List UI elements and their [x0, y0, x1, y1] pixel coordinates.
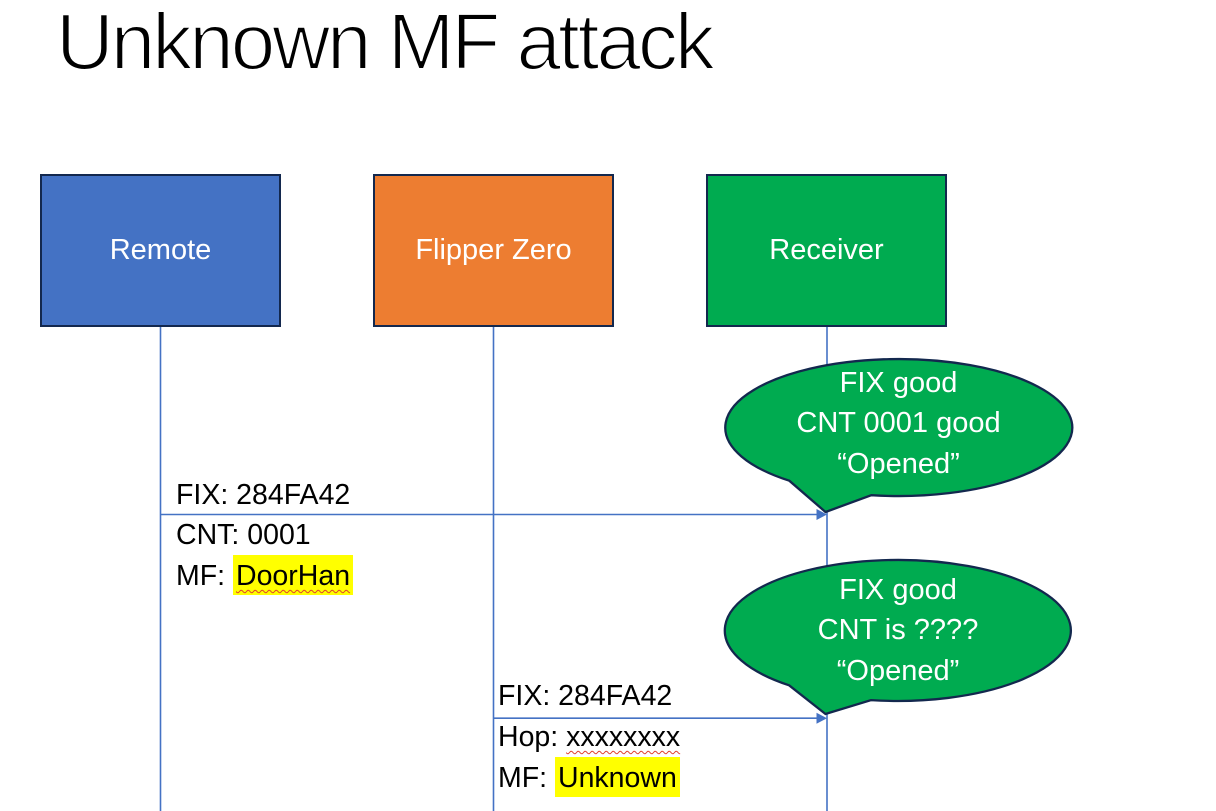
message-1-cnt-value: 0001: [247, 519, 311, 552]
message-2-labels: FIX: 284FA42 Hop: xxxxxxxx MF: Unknown: [498, 676, 680, 798]
message-2-hop-line: Hop: xxxxxxxx: [498, 720, 681, 753]
callout-1-text: FIX good CNT 0001 good “Opened”: [739, 363, 1059, 485]
callout-bubble-2: [723, 558, 1072, 716]
actor-label-remote: Remote: [109, 234, 212, 266]
message-1-mf-line: MF: DoorHan: [176, 555, 354, 597]
actor-box-remote: Remote: [40, 174, 281, 327]
message-2-mf-line: MF: Unknown: [498, 756, 680, 799]
message-2-fix-line: FIX: 284FA42: [498, 680, 673, 712]
slide-title: Unknown MF attack: [55, 0, 716, 87]
callout-2-line-2: CNT is ????: [817, 614, 979, 646]
callout-bubble-1: [724, 357, 1074, 514]
arrow-flipper-to-receiver: [493, 712, 827, 724]
message-1-cnt-line: CNT: 0001: [176, 519, 311, 552]
arrow-remote-to-receiver: [160, 509, 827, 520]
message-1-mf-value-highlighted: DoorHan: [233, 555, 354, 595]
callout-1-line-1: FIX good: [839, 366, 958, 399]
callout-2-line-3: “Opened”: [836, 654, 960, 687]
callout-2-text: FIX good CNT is ???? “Opened”: [738, 570, 1058, 692]
message-2-mf-value-highlighted: Unknown: [555, 756, 680, 797]
callout-1-line-3: “Opened”: [837, 447, 960, 480]
actor-box-receiver: Receiver: [706, 174, 947, 327]
actor-label-flipper: Flipper Zero: [415, 234, 572, 266]
actor-label-receiver: Receiver: [769, 234, 884, 266]
message-1-labels: FIX: 284FA42 CNT: 0001 MF: DoorHan: [176, 475, 354, 597]
callout-1-line-2: CNT 0001 good: [796, 407, 1001, 439]
actor-box-flipper: Flipper Zero: [373, 174, 614, 327]
message-1-fix-line: FIX: 284FA42: [176, 478, 351, 511]
message-2-hop-value-squiggled: xxxxxxxx: [566, 720, 681, 753]
callout-2-line-1: FIX good: [839, 573, 957, 606]
